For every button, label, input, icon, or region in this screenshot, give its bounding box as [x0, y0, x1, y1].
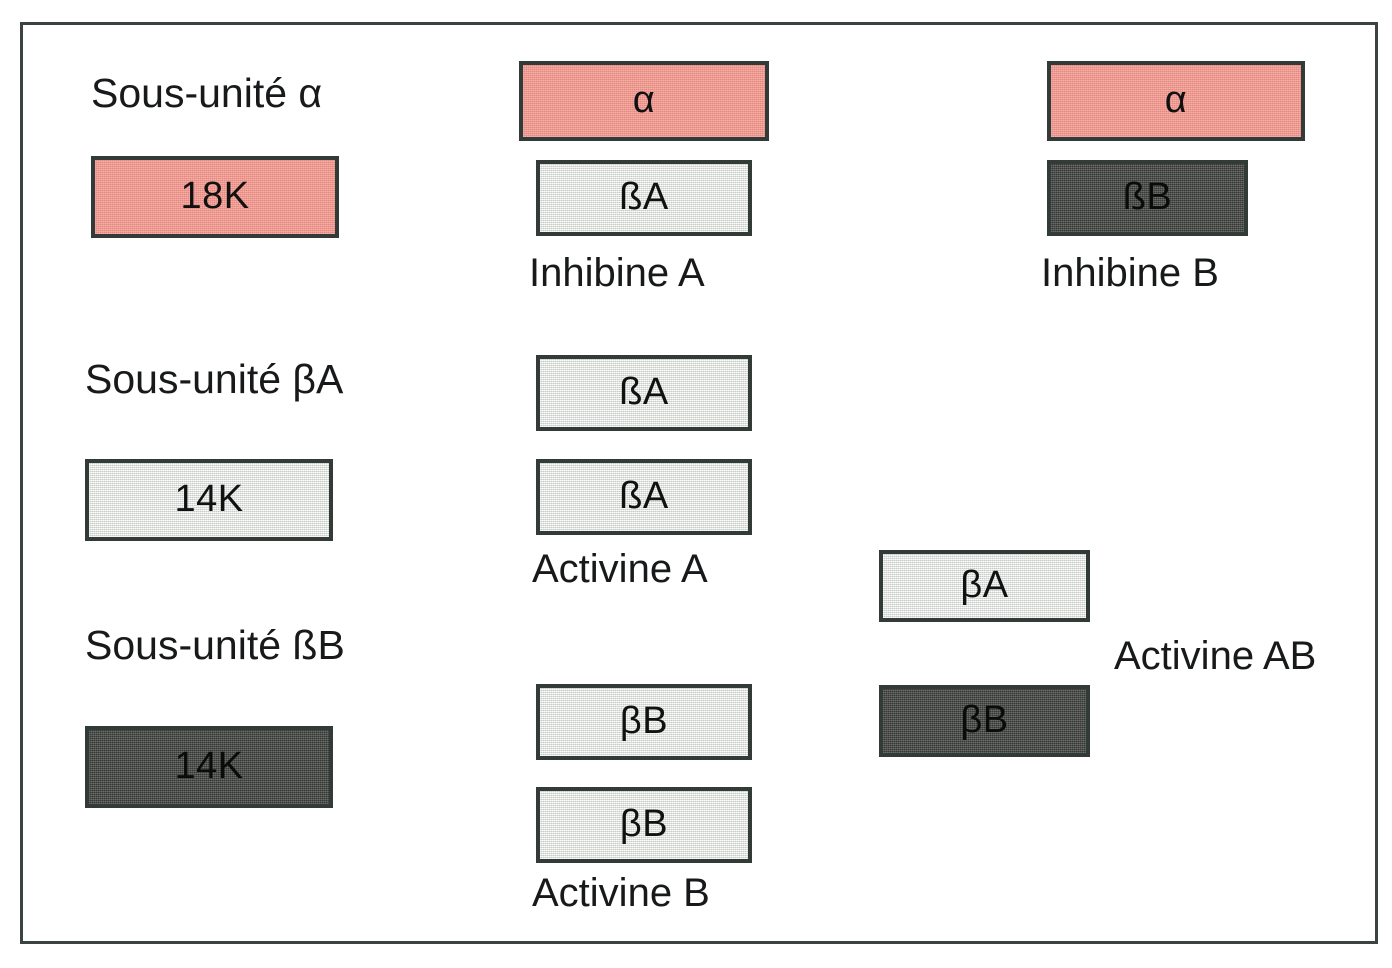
inhibine-a-beta-a-chip-label: ßA [619, 176, 669, 218]
activine-b-name: Activine B [532, 871, 710, 915]
legend-chip-beta-a-14k: 14K [85, 459, 333, 541]
activine-b-beta-b-chip-top-label: βB [619, 700, 669, 742]
inhibine-b-beta-b-chip-label: ßB [1122, 176, 1173, 218]
activine-b-beta-b-chip-top: βB [536, 684, 752, 760]
figure-border-frame: Sous-unité α 18K Sous-unité βA 14K Sous-… [20, 22, 1378, 944]
inhibine-a-beta-a-chip: ßA [536, 160, 752, 236]
inhibine-b-name: Inhibine B [1041, 251, 1219, 295]
activine-a-beta-a-chip-bottom-label: ßA [619, 475, 669, 517]
legend-heading-beta-b: Sous-unité ßB [85, 622, 345, 668]
legend-chip-beta-a-14k-label: 14K [174, 478, 244, 520]
legend-chip-beta-b-14k: 14K [85, 726, 333, 808]
legend-heading-beta-a: Sous-unité βA [85, 356, 344, 402]
activine-a-beta-a-chip-top-label: ßA [619, 371, 669, 413]
activine-ab-name: Activine AB [1114, 634, 1317, 678]
legend-chip-beta-b-14k-label: 14K [174, 745, 244, 787]
activine-ab-beta-a-chip: βA [879, 550, 1090, 622]
inhibine-b-beta-b-chip: ßB [1047, 160, 1248, 236]
activine-ab-beta-a-chip-label: βA [960, 564, 1009, 606]
activine-ab-beta-b-chip: βB [879, 685, 1090, 757]
inhibine-b-alpha-chip-label: α [1164, 79, 1188, 121]
legend-heading-alpha: Sous-unité α [91, 70, 323, 116]
activine-a-name: Activine A [532, 547, 708, 591]
activine-a-beta-a-chip-top: ßA [536, 355, 752, 431]
activine-b-beta-b-chip-bottom-label: βB [619, 803, 669, 845]
inhibine-a-alpha-chip-label: α [632, 79, 656, 121]
legend-chip-alpha-18k: 18K [91, 156, 339, 238]
legend-chip-alpha-18k-label: 18K [180, 175, 250, 217]
inhibine-a-name: Inhibine A [529, 251, 705, 295]
inhibine-a-alpha-chip: α [519, 61, 769, 141]
activine-a-beta-a-chip-bottom: ßA [536, 459, 752, 535]
activine-ab-beta-b-chip-label: βB [960, 699, 1009, 741]
inhibine-b-alpha-chip: α [1047, 61, 1305, 141]
activine-b-beta-b-chip-bottom: βB [536, 787, 752, 863]
